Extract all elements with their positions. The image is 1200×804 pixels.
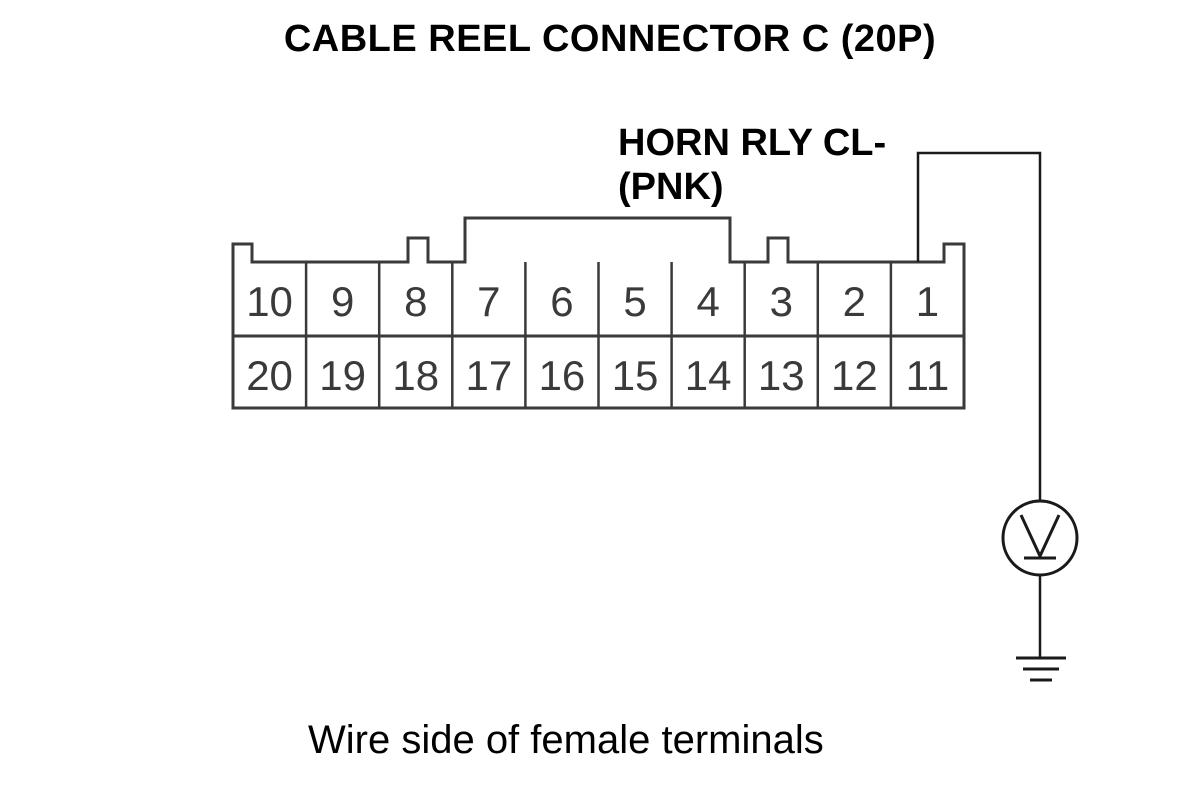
terminal-number: 12	[831, 352, 878, 399]
terminal-number: 17	[465, 352, 512, 399]
terminal-number: 18	[392, 352, 439, 399]
terminal-number: 9	[331, 278, 354, 325]
wire-label-color: (PNK)	[618, 166, 724, 208]
terminal-number: 19	[319, 352, 366, 399]
diagram-title: CABLE REEL CONNECTOR C (20P)	[283, 18, 937, 60]
terminal-number: 15	[612, 352, 659, 399]
terminal-row-bottom: 20 19 18 17 16 15 14 13 12 11	[246, 352, 949, 399]
ground-icon	[1016, 656, 1066, 682]
view-note: Wire side of female terminals	[308, 718, 824, 762]
terminal-number: 10	[246, 278, 293, 325]
terminal-dividers	[304, 262, 893, 408]
terminal-number: 4	[696, 278, 719, 325]
terminal-number: 20	[246, 352, 293, 399]
terminal-number: 16	[539, 352, 586, 399]
terminal-number: 5	[623, 278, 646, 325]
terminal-number: 14	[685, 352, 732, 399]
terminal-number: 6	[550, 278, 573, 325]
wire-label-circuit: HORN RLY CL-	[618, 122, 887, 164]
terminal-number: 1	[916, 278, 939, 325]
terminal-row-top: 10 9 8 7 6 5 4 3 2 1	[246, 278, 939, 325]
terminal-number: 2	[843, 278, 866, 325]
voltmeter-icon	[1001, 499, 1079, 577]
terminal-number: 11	[906, 352, 950, 399]
probe-wire	[916, 151, 1042, 500]
terminal-number: 7	[477, 278, 500, 325]
terminal-number: 3	[770, 278, 793, 325]
terminal-number: 13	[758, 352, 805, 399]
terminal-number: 8	[404, 278, 427, 325]
